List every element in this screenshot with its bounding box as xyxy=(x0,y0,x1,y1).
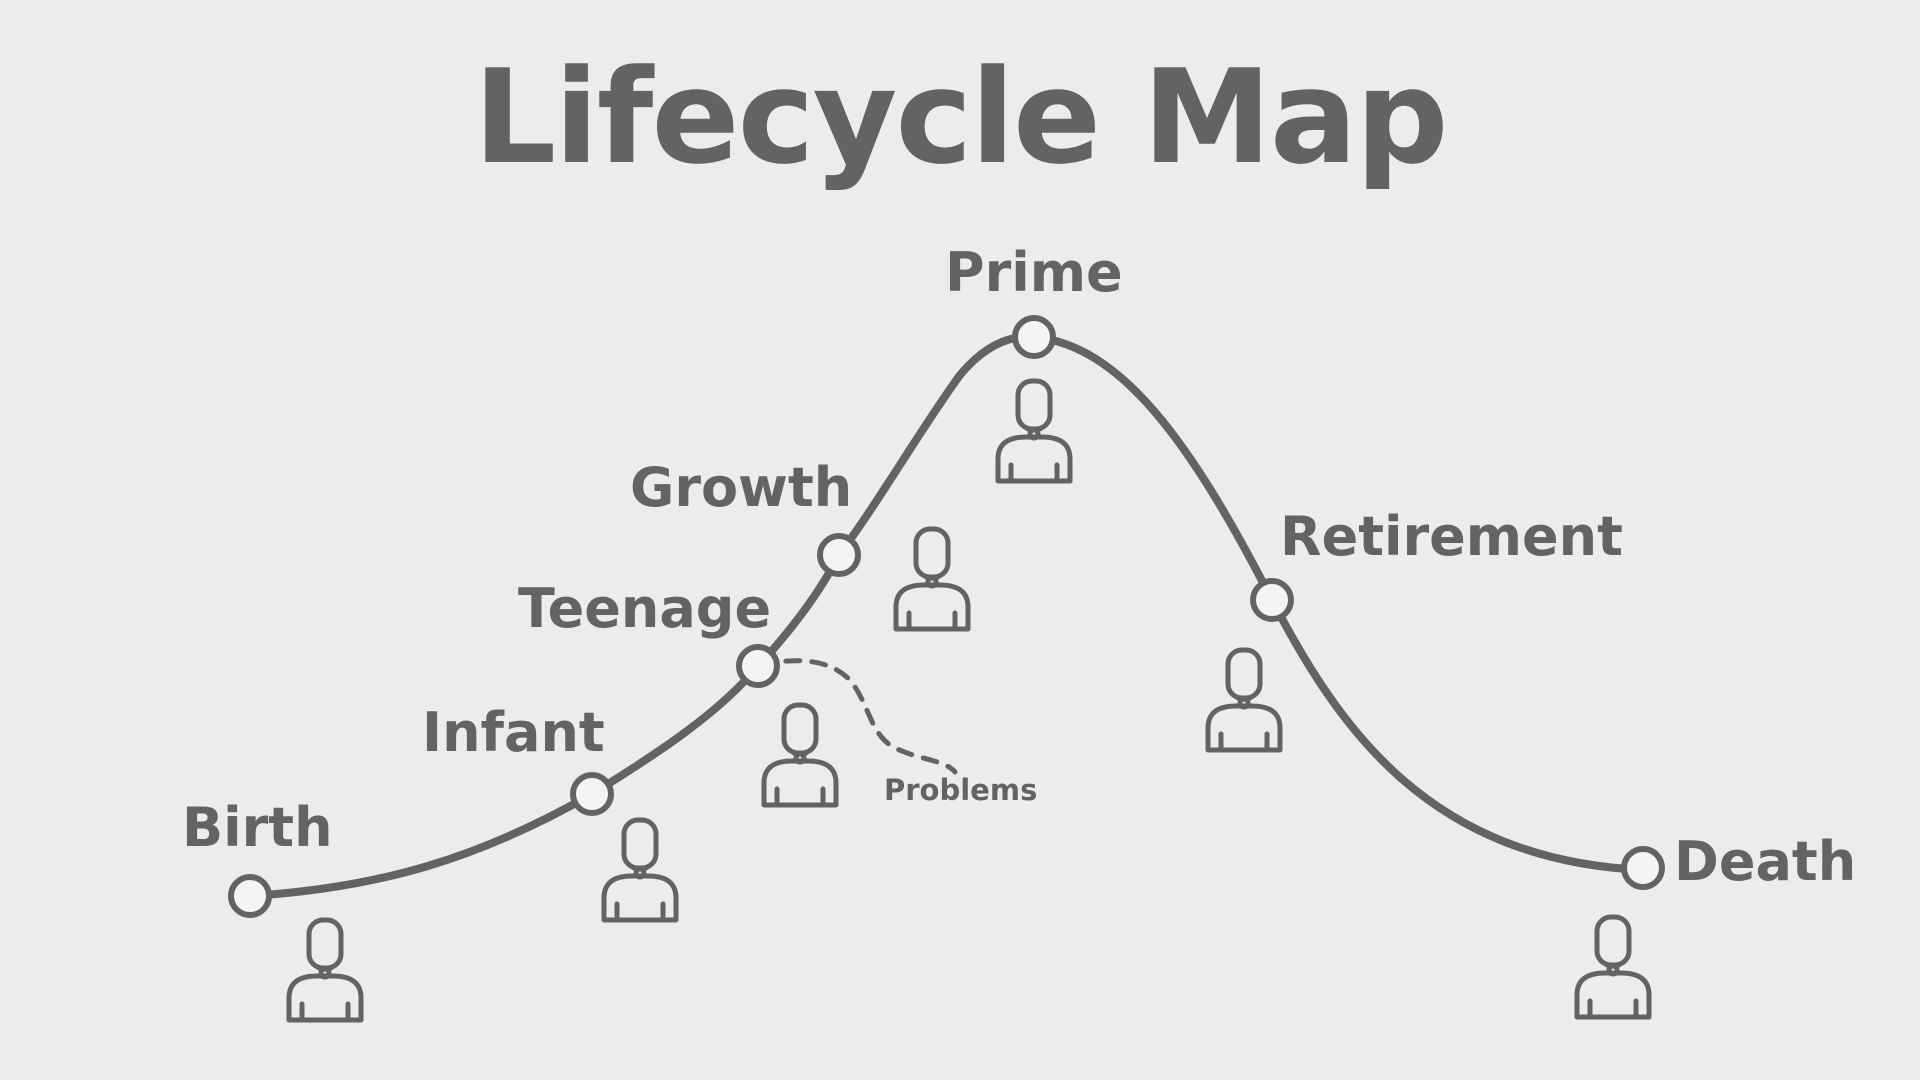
problems-label: Problems xyxy=(884,773,1037,807)
stage-label-retirement: Retirement xyxy=(1280,505,1623,568)
prime-person-icon xyxy=(998,381,1070,481)
problems-branch-path xyxy=(757,658,958,775)
stage-node-retirement[interactable] xyxy=(1250,578,1294,622)
stage-node-teenage[interactable] xyxy=(736,644,780,688)
stage-label-teenage: Teenage xyxy=(518,577,771,640)
retirement-person-icon xyxy=(1208,650,1280,750)
lifecycle-curve xyxy=(246,332,1647,900)
stage-label-growth: Growth xyxy=(630,456,852,519)
teenage-person-icon xyxy=(764,705,836,805)
page-title: Lifecycle Map xyxy=(473,41,1448,193)
stage-node-growth[interactable] xyxy=(817,533,861,577)
stage-node-prime[interactable] xyxy=(1012,315,1056,359)
stage-label-death: Death xyxy=(1674,830,1856,893)
stage-node-infant[interactable] xyxy=(570,772,614,816)
infant-person-icon xyxy=(604,820,676,920)
stage-label-prime: Prime xyxy=(945,241,1123,304)
stage-node-death[interactable] xyxy=(1621,846,1665,890)
stage-label-birth: Birth xyxy=(182,796,333,859)
birth-person-icon xyxy=(289,920,361,1020)
stage-node-birth[interactable] xyxy=(228,874,272,918)
death-person-icon xyxy=(1577,917,1649,1017)
stage-label-infant: Infant xyxy=(422,701,605,764)
growth-person-icon xyxy=(896,529,968,629)
